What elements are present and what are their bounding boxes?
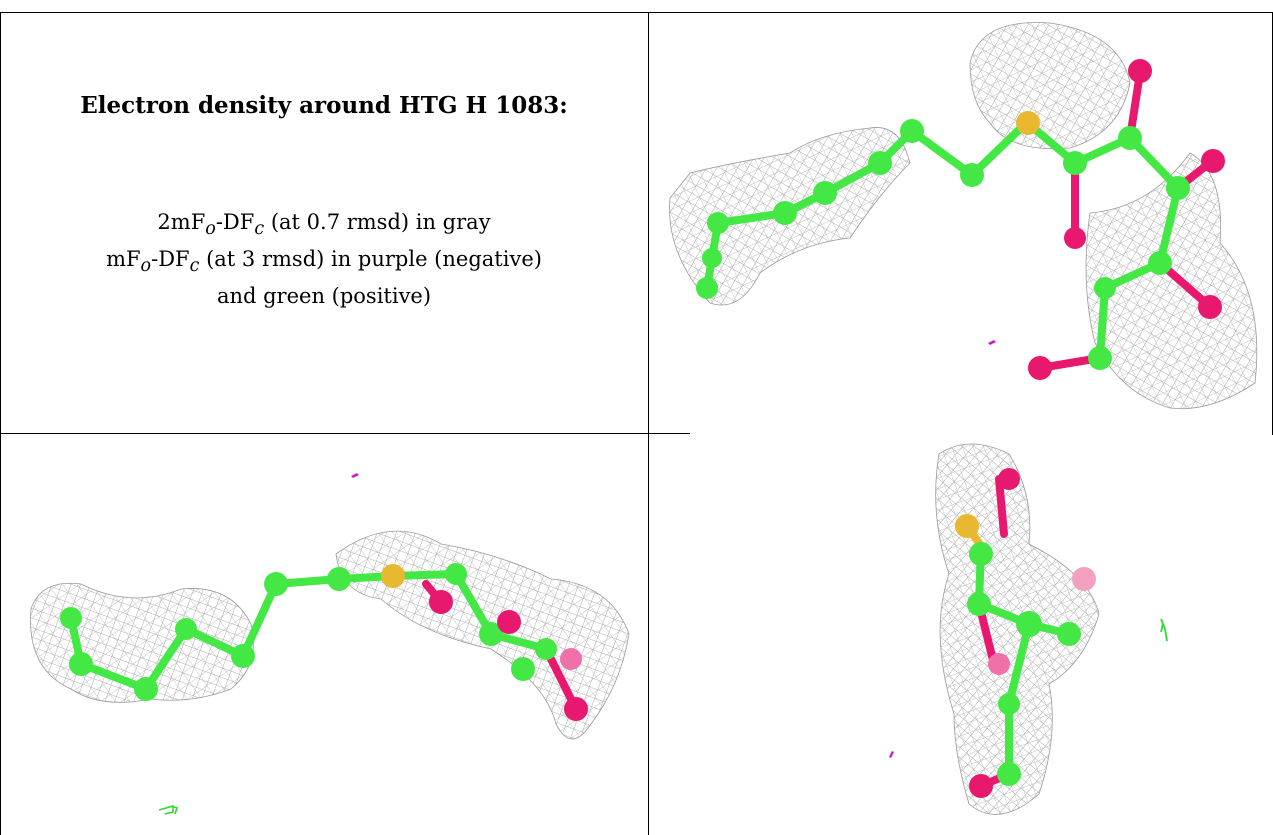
atoms xyxy=(955,468,1096,798)
atoms xyxy=(60,563,588,721)
legend-line-map1: 2mFo-DFc (at 0.7 rmsd) in gray xyxy=(157,210,491,240)
density-view-top-right xyxy=(650,13,1272,433)
density-view-bottom-right xyxy=(649,434,1272,835)
figure-legend: 2mFo-DFc (at 0.7 rmsd) in gray mFo-DFc (… xyxy=(0,207,648,311)
table-top-rule xyxy=(0,12,1273,13)
legend-line-map2: mFo-DFc (at 3 rmsd) in purple (negative) xyxy=(106,247,542,277)
density-view-bottom-left xyxy=(1,434,647,835)
difference-density xyxy=(889,618,1168,758)
caption-cell: Electron density around HTG H 1083: 2mFo… xyxy=(0,12,648,432)
molecule-render xyxy=(30,473,630,815)
table-left-rule xyxy=(0,12,1,835)
table-center-rule xyxy=(648,12,649,835)
legend-line-3: and green (positive) xyxy=(216,284,432,309)
table-middle-rule xyxy=(0,433,690,434)
figure-title: Electron density around HTG H 1083: xyxy=(80,92,568,119)
atoms xyxy=(696,59,1225,380)
density-mesh xyxy=(30,530,630,740)
difference-density xyxy=(988,340,996,345)
difference-density xyxy=(158,473,359,815)
molecule-render xyxy=(669,22,1258,410)
molecule-render xyxy=(889,443,1168,815)
density-mesh xyxy=(669,22,1258,410)
